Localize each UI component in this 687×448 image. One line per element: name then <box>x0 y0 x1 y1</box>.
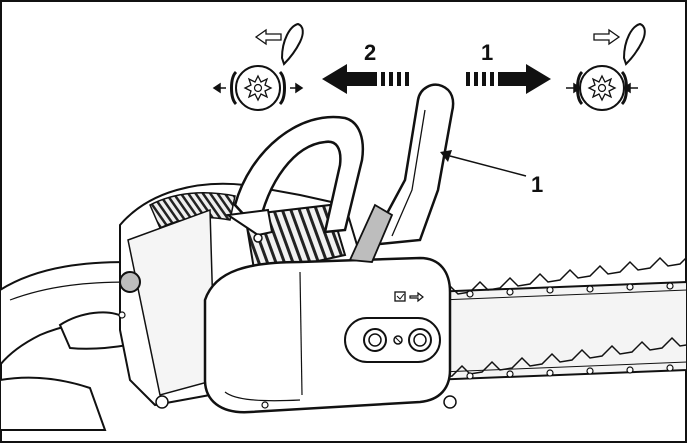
saw-chain-bottom <box>439 336 687 379</box>
brake-drum-icon-left <box>212 22 304 111</box>
callout-number-handguard: 1 <box>531 172 543 197</box>
handguard-leader-line <box>449 155 527 177</box>
arrow-right <box>466 64 551 94</box>
chain-direction-icon <box>394 291 424 303</box>
callout-number-arrow-right: 1 <box>481 40 493 65</box>
front-handle <box>225 115 364 243</box>
rear-handle <box>0 260 151 431</box>
arrow-left <box>322 64 409 94</box>
sprocket-cover <box>155 256 457 414</box>
bar-rivets <box>466 282 674 380</box>
saw-chain-top <box>439 255 687 297</box>
chain-brake-hand-guard <box>348 83 455 263</box>
callout-number-arrow-left: 2 <box>364 40 376 65</box>
brake-drum-icon-right <box>566 22 646 111</box>
